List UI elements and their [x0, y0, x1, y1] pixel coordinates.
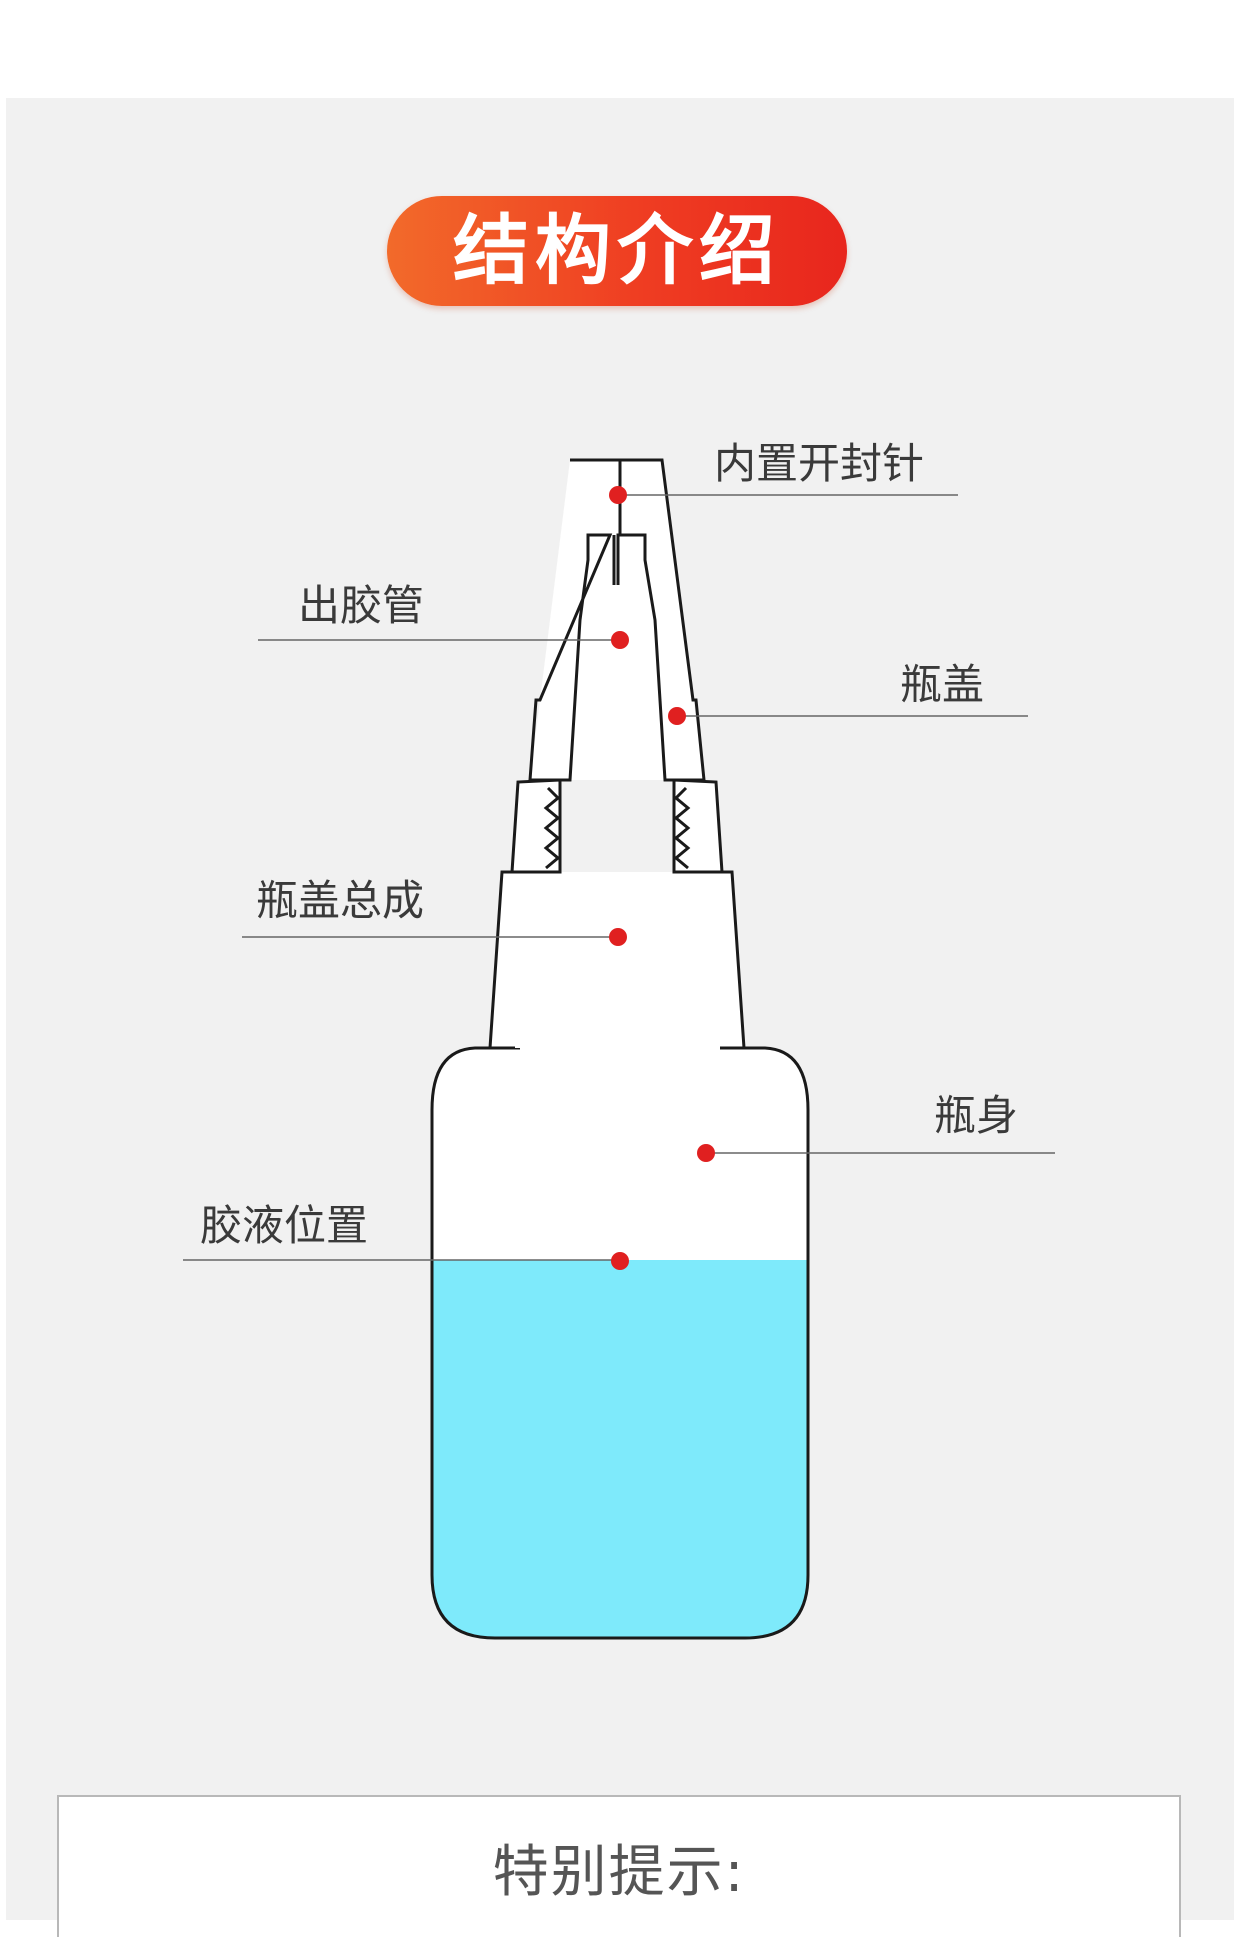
thread-right	[673, 786, 691, 870]
label-needle: 内置开封针	[714, 439, 925, 488]
marker-tube	[611, 631, 629, 649]
tip-title: 特别提示:	[492, 1840, 746, 1905]
nozzle-cap-outline	[528, 458, 706, 782]
tip-box: 特别提示:	[57, 1795, 1181, 1937]
label-tube: 出胶管	[298, 581, 425, 630]
bottle-body-outline	[430, 1046, 810, 1640]
label-cap: 瓶盖	[900, 660, 985, 709]
cap-assembly-shape	[490, 872, 744, 1048]
cap-assembly-outline	[488, 870, 746, 1050]
marker-body	[697, 1144, 715, 1162]
cap-thread-section	[510, 778, 724, 874]
section-title-pill: 结构介绍	[387, 196, 847, 306]
marker-needle	[609, 486, 627, 504]
marker-cap	[668, 707, 686, 725]
nozzle-cap-shape	[530, 460, 704, 780]
section-title: 结构介绍	[453, 206, 781, 295]
label-glue-level: 胶液位置	[200, 1201, 369, 1250]
marker-cap-assembly	[609, 928, 627, 946]
marker-glue-level	[611, 1252, 629, 1270]
label-body: 瓶身	[934, 1091, 1019, 1140]
label-cap-assembly: 瓶盖总成	[256, 876, 425, 925]
thread-left	[543, 786, 561, 870]
glue-liquid	[432, 1260, 808, 1638]
